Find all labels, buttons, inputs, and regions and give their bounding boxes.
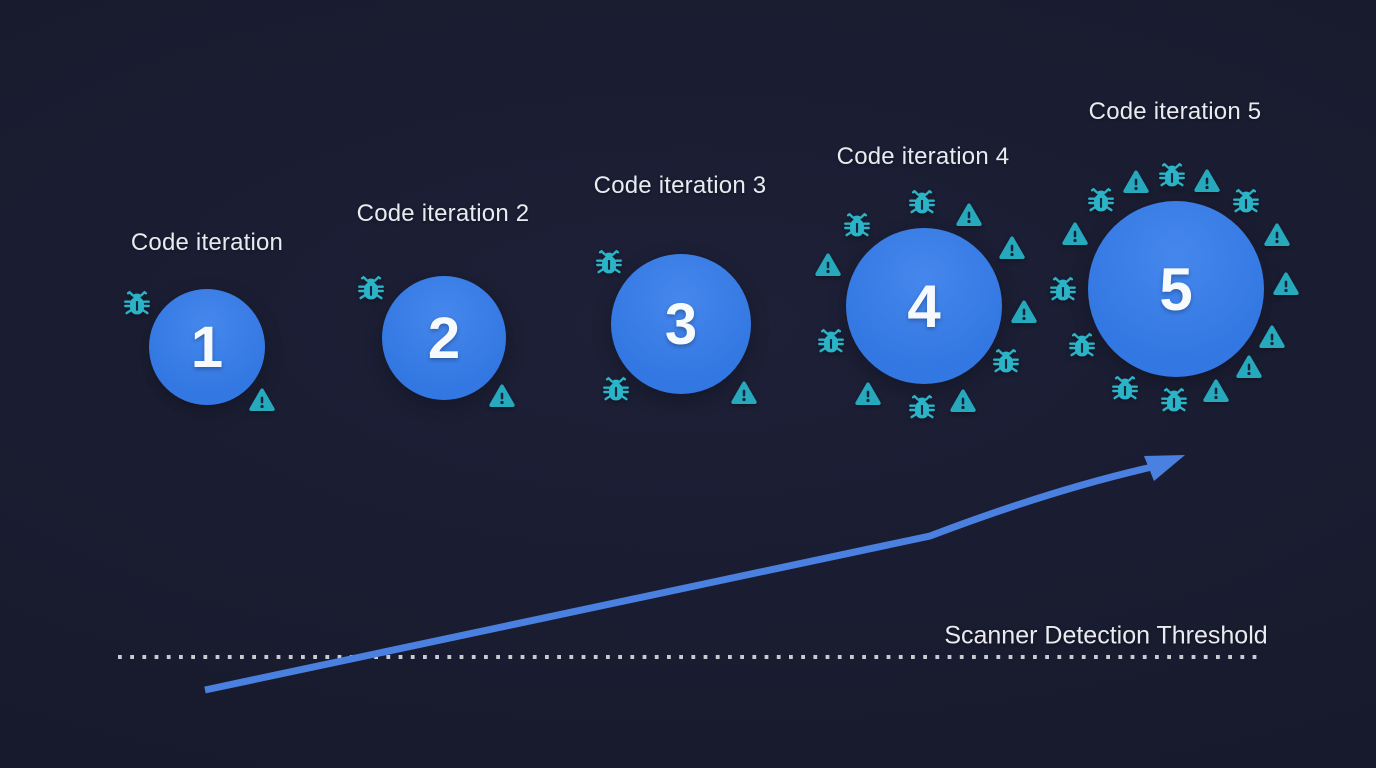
bug-icon <box>355 273 387 305</box>
warning-icon <box>488 382 517 411</box>
iteration-label-4: Code iteration 4 <box>836 143 1010 170</box>
bug-icon <box>121 288 153 320</box>
bug-icon <box>990 346 1022 378</box>
iteration-circle-1: 1 <box>149 289 265 405</box>
warning-icon <box>949 387 978 416</box>
iteration-label-3: Code iteration 3 <box>593 172 767 199</box>
threshold-label: Scanner Detection Threshold <box>944 621 1268 650</box>
warning-icon <box>1272 270 1301 299</box>
warning-icon <box>1235 353 1264 382</box>
warning-icon <box>1193 167 1222 196</box>
iteration-circle-3: 3 <box>611 254 751 394</box>
iteration-circle-5: 5 <box>1088 201 1264 377</box>
bug-icon <box>1230 186 1262 218</box>
bug-icon <box>1109 373 1141 405</box>
bug-icon <box>600 374 632 406</box>
iteration-label-5: Code iteration 5 <box>1088 98 1262 125</box>
warning-icon <box>1263 221 1292 250</box>
warning-icon <box>998 234 1027 263</box>
bug-icon <box>841 210 873 242</box>
trend-arrow-head <box>1144 455 1185 481</box>
bug-icon <box>1158 385 1190 417</box>
warning-icon <box>1061 220 1090 249</box>
bug-icon <box>815 326 847 358</box>
warning-icon <box>248 386 277 415</box>
bug-icon <box>1066 330 1098 362</box>
bug-icon <box>1156 160 1188 192</box>
warning-icon <box>814 251 843 280</box>
warning-icon <box>1202 377 1231 406</box>
iteration-circle-4: 4 <box>846 228 1002 384</box>
trend-arrow-shaft <box>204 463 1153 694</box>
bug-icon <box>593 247 625 279</box>
warning-icon <box>730 379 759 408</box>
warning-icon <box>854 380 883 409</box>
bug-icon <box>906 187 938 219</box>
iteration-circle-2: 2 <box>382 276 506 400</box>
bug-icon <box>1047 274 1079 306</box>
warning-icon <box>1122 168 1151 197</box>
warning-icon <box>955 201 984 230</box>
bug-icon <box>906 392 938 424</box>
iteration-label-1: Code iteration <box>130 229 284 256</box>
warning-icon <box>1258 323 1287 352</box>
bug-icon <box>1085 185 1117 217</box>
warning-icon <box>1010 298 1039 327</box>
iteration-label-2: Code iteration 2 <box>356 200 530 227</box>
